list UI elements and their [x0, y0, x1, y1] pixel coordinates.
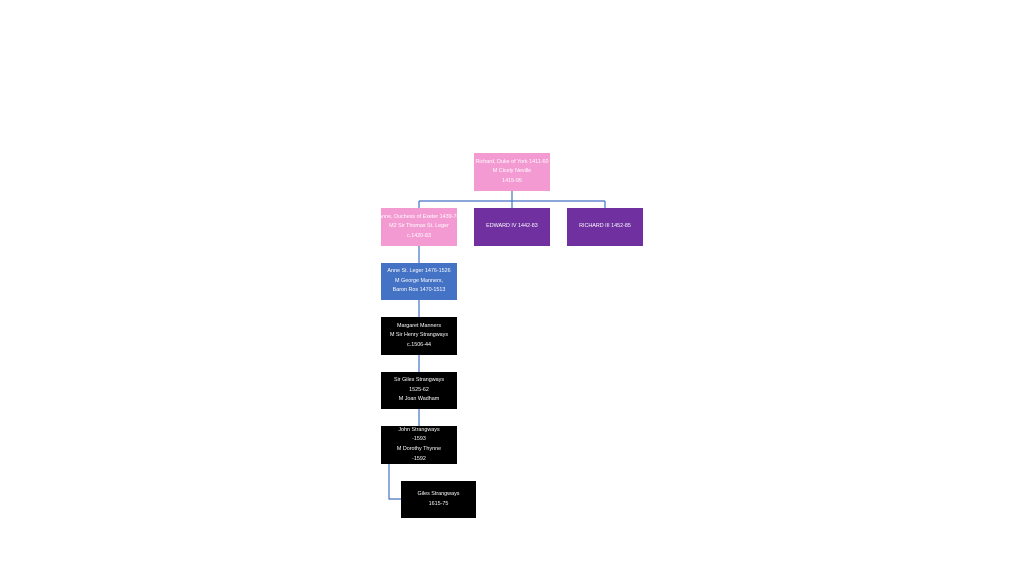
node-sir-giles-strangways: Sir Giles Strangways 1525-62 M Joan Wadh… [381, 372, 457, 409]
node-text-line: 1525-62 [409, 386, 429, 393]
node-text-line: John Strangways [398, 426, 440, 433]
node-text-line: EDWARD IV 1442-83 [486, 223, 538, 230]
node-text-line: Sir Giles Strangways [393, 377, 445, 384]
node-text-line: c.1420-83 [407, 232, 431, 239]
node-john-strangways: John Strangways -1593 M Dorothy Thynne -… [381, 426, 457, 464]
node-text-line: Richard, Duke of York 1411-60 [475, 158, 549, 165]
node-text-line: M Cicely Neville [492, 168, 532, 175]
node-text-line: M Dorothy Thynne [396, 446, 442, 452]
node-edward-iv: EDWARD IV 1442-83 [474, 208, 550, 246]
node-giles-strangways: Giles Strangways 1615-75 [401, 481, 476, 518]
node-text-line: Margaret Manners [396, 322, 442, 329]
node-text-line: c.1506-44 [407, 341, 431, 348]
node-text-line: RICHARD III 1452-85 [579, 223, 631, 230]
node-text-line: M Joan Wadham [398, 396, 440, 403]
node-text-line: M Sir Henry Strangways [389, 332, 449, 339]
node-text-line: M2 Sir Thomas St. Leger [389, 223, 449, 230]
node-text-line: Giles Strangways [417, 491, 460, 498]
connector-john-to-giles-1615 [388, 464, 401, 500]
node-text-line: Baron Ros 1470-1513 [392, 287, 446, 294]
node-text-line: -1592 [412, 455, 426, 462]
node-text-line: M George Manners, [395, 277, 443, 284]
node-text-line: Anne, Duchess of Exeter 1439-76 [378, 213, 460, 220]
node-text-line: 1415-95 [502, 177, 522, 184]
node-text-line: 1615-75 [428, 500, 449, 507]
node-text-line: Anne St. Leger 1476-1526 [387, 268, 451, 275]
node-anne-st-leger: Anne St. Leger 1476-1526 M George Manner… [381, 263, 457, 300]
node-anne-duchess-of-exeter: Anne, Duchess of Exeter 1439-76 M2 Sir T… [378, 208, 460, 246]
node-richard-duke-of-york: Richard, Duke of York 1411-60 M Cicely N… [474, 153, 550, 191]
node-text-line: -1593 [412, 436, 426, 443]
node-margaret-manners: Margaret Manners M Sir Henry Strangways … [381, 317, 457, 355]
node-richard-iii: RICHARD III 1452-85 [567, 208, 643, 246]
